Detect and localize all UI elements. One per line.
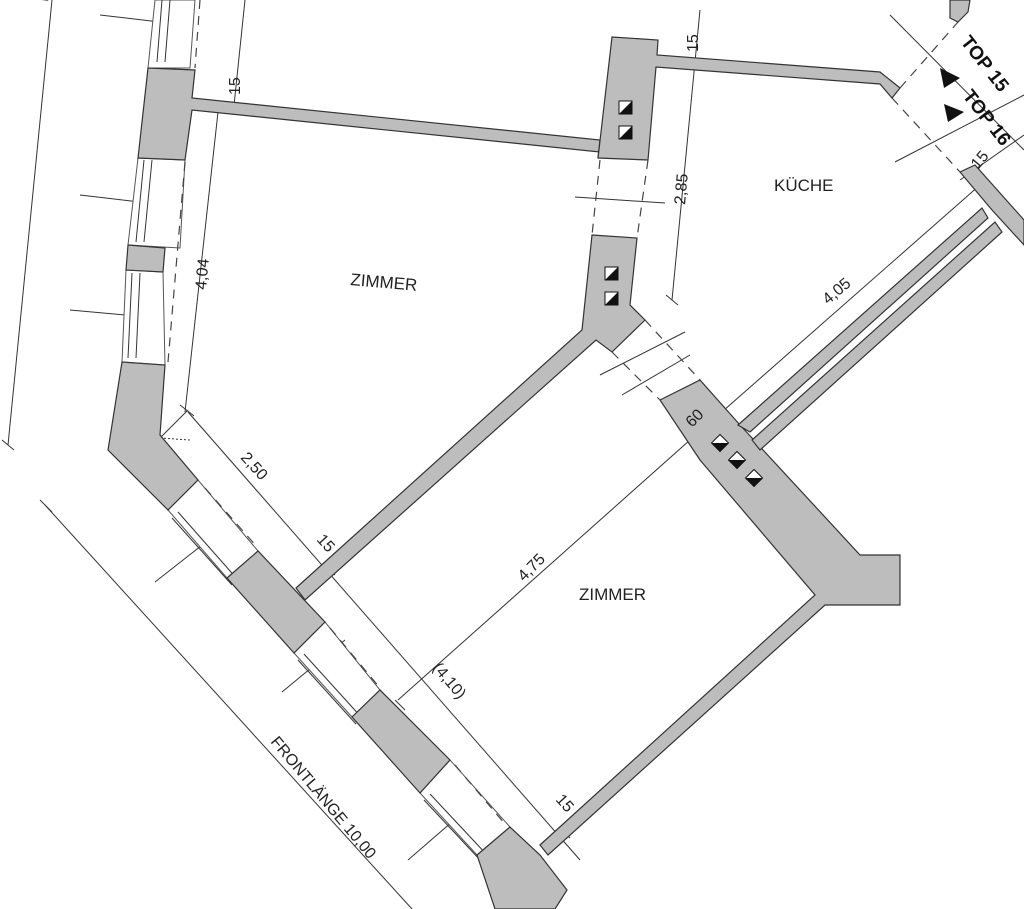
chimney-pier bbox=[295, 234, 646, 601]
dimension-label: 15 bbox=[685, 34, 702, 52]
vent-icon bbox=[604, 291, 619, 306]
pier bbox=[476, 826, 568, 909]
vent-icon bbox=[604, 266, 619, 281]
unit-label-top-15: TOP 15 bbox=[956, 32, 1013, 96]
dimension-label: 15 bbox=[227, 77, 244, 95]
dimension-label: 4,05 bbox=[820, 275, 855, 308]
room-label-zimmer-2: ZIMMER bbox=[579, 585, 646, 604]
room-label-kueche: KÜCHE bbox=[774, 176, 834, 195]
vent-icon bbox=[744, 468, 764, 488]
vent-icon bbox=[618, 125, 633, 140]
edge-label: F bbox=[35, 0, 53, 2]
arrow-triangle-icon bbox=[944, 104, 964, 122]
party-wall bbox=[539, 379, 901, 856]
vent-icons bbox=[604, 100, 764, 488]
front-length-label: FRONTLÄNGE 10,00 bbox=[267, 733, 380, 862]
vent-icon bbox=[727, 450, 747, 470]
vent-icon bbox=[618, 100, 633, 115]
dimension-label: 2,50 bbox=[237, 449, 271, 484]
dimension-label: 4,04 bbox=[193, 258, 213, 291]
stair-wall bbox=[959, 164, 1024, 246]
arrow-triangle-icon bbox=[940, 68, 960, 88]
chimney-pier bbox=[597, 36, 901, 161]
dimension-label: 4,75 bbox=[515, 551, 549, 585]
kitchen-wall bbox=[751, 221, 1003, 451]
pier bbox=[351, 689, 451, 794]
dimension-label: 2,85 bbox=[672, 173, 692, 206]
stair-wall bbox=[949, 0, 971, 23]
unit-label-top-16: TOP 16 bbox=[958, 86, 1014, 150]
pier bbox=[125, 244, 166, 273]
pier bbox=[137, 67, 601, 161]
room-label-zimmer-1: ZIMMER bbox=[350, 270, 418, 295]
kitchen-wall bbox=[736, 207, 989, 433]
facade-windows bbox=[121, 0, 511, 863]
corner-pier bbox=[107, 361, 199, 511]
dimension-label: 15 bbox=[313, 531, 338, 556]
dimension-label: (4,10) bbox=[429, 660, 469, 703]
vent-icon bbox=[710, 433, 730, 453]
dimension-label: 15 bbox=[552, 791, 577, 816]
pier bbox=[226, 550, 326, 654]
